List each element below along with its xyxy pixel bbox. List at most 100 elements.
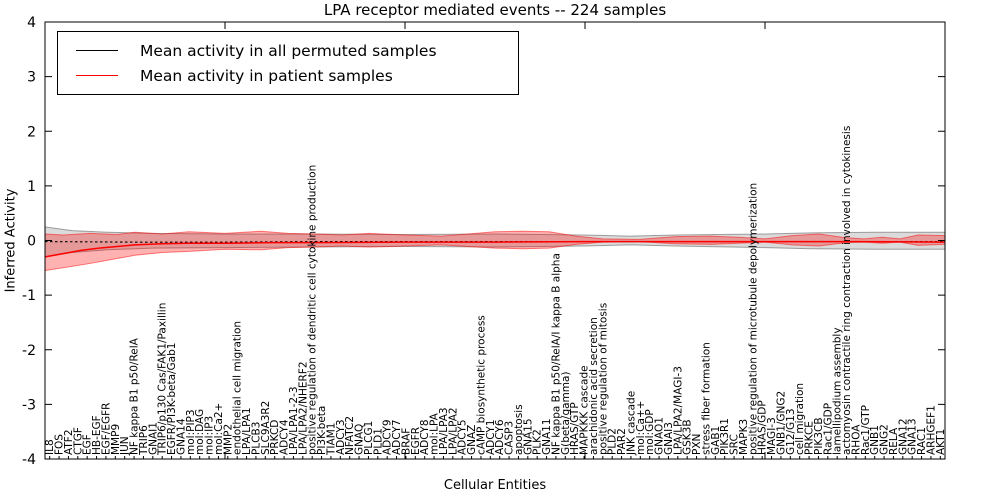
x-category-label: GNA13 [907,418,919,455]
x-category-label: MAPK3 [738,419,750,455]
x-category-label: PIK3CB [813,417,825,455]
x-category-label: MAPKKK cascade [579,365,591,455]
x-category-label: PLCB3 [250,422,262,455]
y-tick-label: 2 [27,124,36,140]
x-category-label: PLD1 [372,428,384,455]
x-category-label: positive regulation of mitosis [597,303,609,455]
x-category-label: CTGF [72,427,84,455]
x-category-label: CASP3 [504,421,516,455]
x-category-label: RHOA [850,424,862,455]
x-category-label: PRKCE [804,421,816,455]
legend-item-permuted: Mean activity in all permuted samples [68,38,510,63]
x-category-label: GNA15 [522,418,534,455]
x-category-label: lamellipodium assembly [832,327,844,455]
x-category-label: GNA11 [541,418,553,455]
x-category-label: G12/G13 [785,408,797,455]
legend-label-permuted: Mean activity in all permuted samples [140,41,437,60]
x-category-label: GNB1/GNG2 [775,391,787,455]
x-category-label: ADCY5 [457,419,469,455]
y-tick-label: -1 [22,288,36,304]
x-category-label: HRAS/GTP [569,402,581,455]
x-category-label: ADCY7 [391,419,403,455]
y-tick-label: 1 [27,179,36,195]
legend-label-patient: Mean activity in patient samples [140,66,393,85]
x-category-label: TRIP6/p130 Cas/FAK1/Paxillin [157,303,169,456]
x-category-label: PLD2 [607,428,619,455]
x-category-label: MMP2 [222,424,234,455]
x-category-label: LPA/LPA2 [447,407,459,455]
x-category-label: mol:PIP3 [185,409,197,455]
x-category-label: GNAZ [466,425,478,455]
x-category-label: MMP9 [110,424,122,455]
x-category-label: mol:LPA [429,412,441,455]
x-category-label: mol:IP3 [204,416,216,455]
x-category-label: NF kappa B1 p50/RelA [129,337,141,455]
x-category-label: HRAS/GDP [757,400,769,455]
x-category-label: endothelial cell migration [232,321,244,455]
x-category-label: EGFR [410,427,422,455]
x-category-label: PAR2 [616,428,628,455]
x-category-label: EGFR/PI3K-beta/Gab1 [166,343,178,455]
y-tick-label: 3 [27,70,36,86]
x-category-label: ADCY6 [494,419,506,455]
x-category-label: G(beta/gamma) [560,371,572,455]
x-category-label: GAB1 [710,426,722,455]
x-category-label: GNAI1 [147,422,159,455]
x-category-label: GNAI3 [663,422,675,455]
x-category-label: GNG2 [879,424,891,455]
x-category-label: arachidonic acid secretion [588,317,600,455]
permuted-line-swatch [76,50,118,51]
x-category-label: positive regulation of dendritic cell cy… [307,165,319,455]
x-category-label: actomyosin contractile ring contraction … [841,126,853,455]
x-category-label: RAC1 [916,427,928,455]
x-category-label: ARHGEF1 [925,405,937,455]
x-category-label: SRC [729,434,741,455]
x-category-label: PLK2 [532,429,544,455]
x-category-label: IL8 [44,439,56,455]
x-category-label: LPA/LPA1-2-3 [288,386,300,455]
x-category-label: ATF2 [63,429,75,455]
x-category-label: GNA14 [175,418,187,455]
x-axis-label: Cellular Entities [443,478,547,493]
x-category-label: GNAO1 [654,417,666,455]
x-category-label: apoptosis [513,404,525,455]
x-category-label: mol:Ca++ [635,401,647,455]
chart-title: LPA receptor mediated events -- 224 samp… [323,1,667,19]
x-category-label: PXN [691,434,703,455]
x-category-label: GNAQ [354,424,366,455]
x-category-label: NFATC2 [344,416,356,455]
x-category-label: ADCY4 [279,419,291,455]
x-category-label: mol:GDP [644,409,656,455]
x-category-label: TRIP6 [138,425,150,456]
x-category-label: positive regulation of microtubule depol… [747,183,759,455]
y-tick-label: -2 [22,343,36,359]
x-category-label: LPA/LPA2/MAGI-3 [672,366,684,455]
x-category-label: GSK3B [682,419,694,455]
x-category-label: stress fiber formation [700,342,712,455]
x-category-label: JNK cascade [625,391,637,456]
x-category-label: LPA/LPA1 [241,407,253,455]
y-tick-label: 0 [27,234,36,250]
x-category-label: PI3K-beta [316,406,328,455]
x-category-label: cell migration [794,383,806,455]
x-category-label: LPA/LPA2/NHERF2 [297,361,309,455]
legend: Mean activity in all permuted samples Me… [57,31,519,95]
patient-mean-line [44,240,946,258]
x-category-label: Rac1/GTP [860,405,872,455]
x-category-label: RELA [888,427,900,455]
x-category-label: EGF/EGFR [100,403,112,455]
x-category-label: mol:DAG [194,409,206,455]
x-category-label: ADCY9 [382,419,394,455]
x-category-label: ADCY1 [485,419,497,455]
x-category-label: BRAF [400,428,412,455]
y-tick-label: -4 [22,452,36,468]
x-category-label: EGF [82,434,94,455]
y-tick-label: -3 [22,397,36,413]
x-category-label: ADCY3 [335,419,347,455]
x-category-label: PRKCD [269,420,281,455]
x-category-label: SLC9A3R2 [260,401,272,455]
patient-line-swatch [76,75,118,76]
patient-samples-range-band [44,230,946,272]
